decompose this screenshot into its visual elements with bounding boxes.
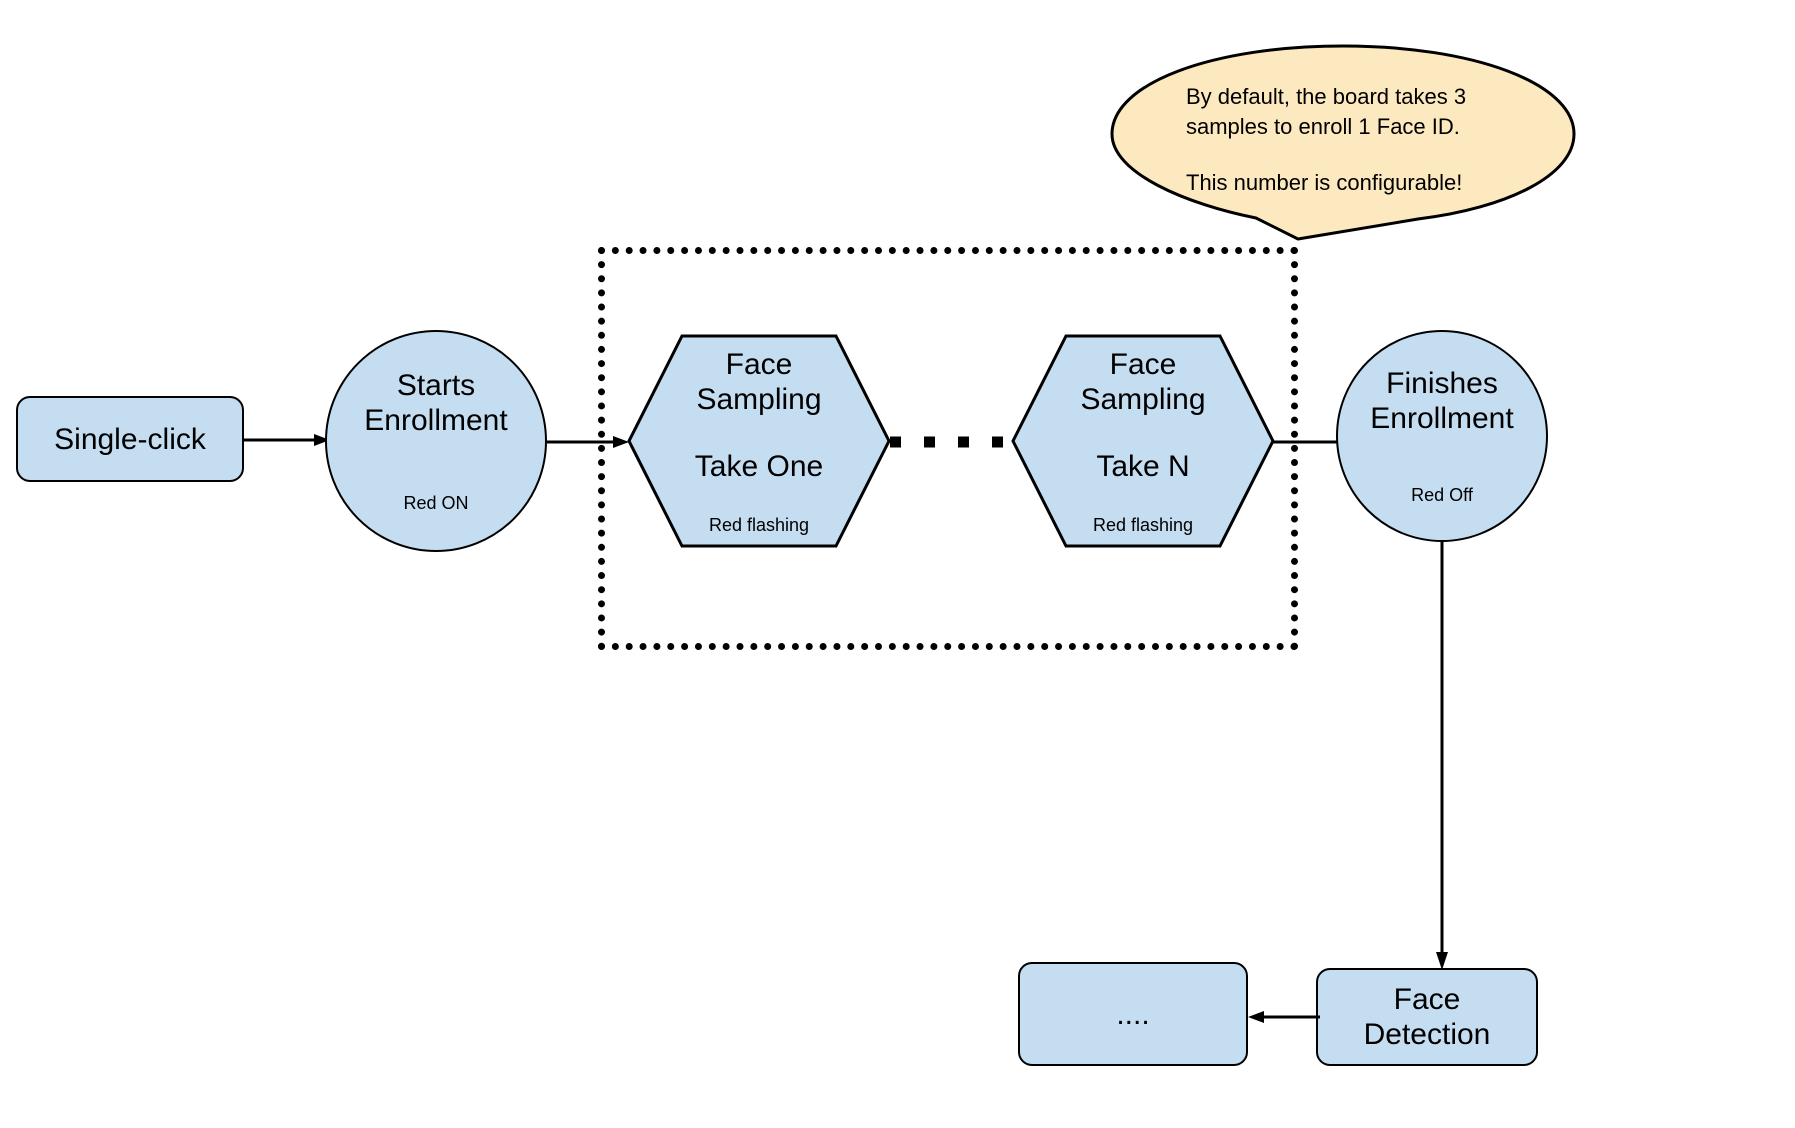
connector-starts-enrollment-to-face-sampling-one — [547, 427, 629, 457]
node-finishes-enrollment[interactable]: Finishes Enrollment Red Off — [1336, 330, 1548, 542]
finishes-enrollment-line-2: Enrollment — [1370, 402, 1514, 435]
finishes-enrollment-line-1: Finishes — [1386, 367, 1498, 400]
starts-enrollment-status: Red ON — [403, 493, 469, 513]
callout-bubble: By default, the board takes 3 samples to… — [1108, 42, 1578, 252]
node-single-click[interactable]: Single-click — [16, 396, 244, 482]
ellipsis-label: .... — [1116, 997, 1150, 1031]
node-face-sampling-n[interactable]: Face Sampling Take N Red flashing — [1010, 333, 1276, 549]
sampling-loop-group-box — [598, 247, 1298, 650]
single-click-label: Single-click — [54, 422, 206, 456]
node-face-detection[interactable]: Face Detection — [1316, 968, 1538, 1066]
connector-face-sampling-one-to-face-sampling-n — [888, 430, 1038, 454]
node-starts-enrollment[interactable]: Starts Enrollment Red ON — [325, 330, 547, 552]
face-detection-line-1: Face — [1393, 983, 1461, 1016]
connector-face-detection-to-ellipsis — [1248, 1002, 1320, 1032]
connector-single-click-to-starts-enrollment — [244, 425, 330, 455]
node-ellipsis[interactable]: .... — [1018, 962, 1248, 1066]
callout-shape-icon — [1110, 44, 1576, 241]
hexagon-shape-icon — [1011, 334, 1275, 548]
face-detection-line-2: Detection — [1363, 1018, 1491, 1051]
node-face-sampling-one[interactable]: Face Sampling Take One Red flashing — [626, 333, 892, 549]
connector-finishes-enrollment-to-face-detection — [1427, 540, 1457, 970]
starts-enrollment-line-2: Enrollment — [364, 404, 508, 437]
hexagon-shape-icon — [627, 334, 891, 548]
starts-enrollment-line-1: Starts — [396, 369, 476, 402]
finishes-enrollment-status: Red Off — [1411, 485, 1473, 505]
